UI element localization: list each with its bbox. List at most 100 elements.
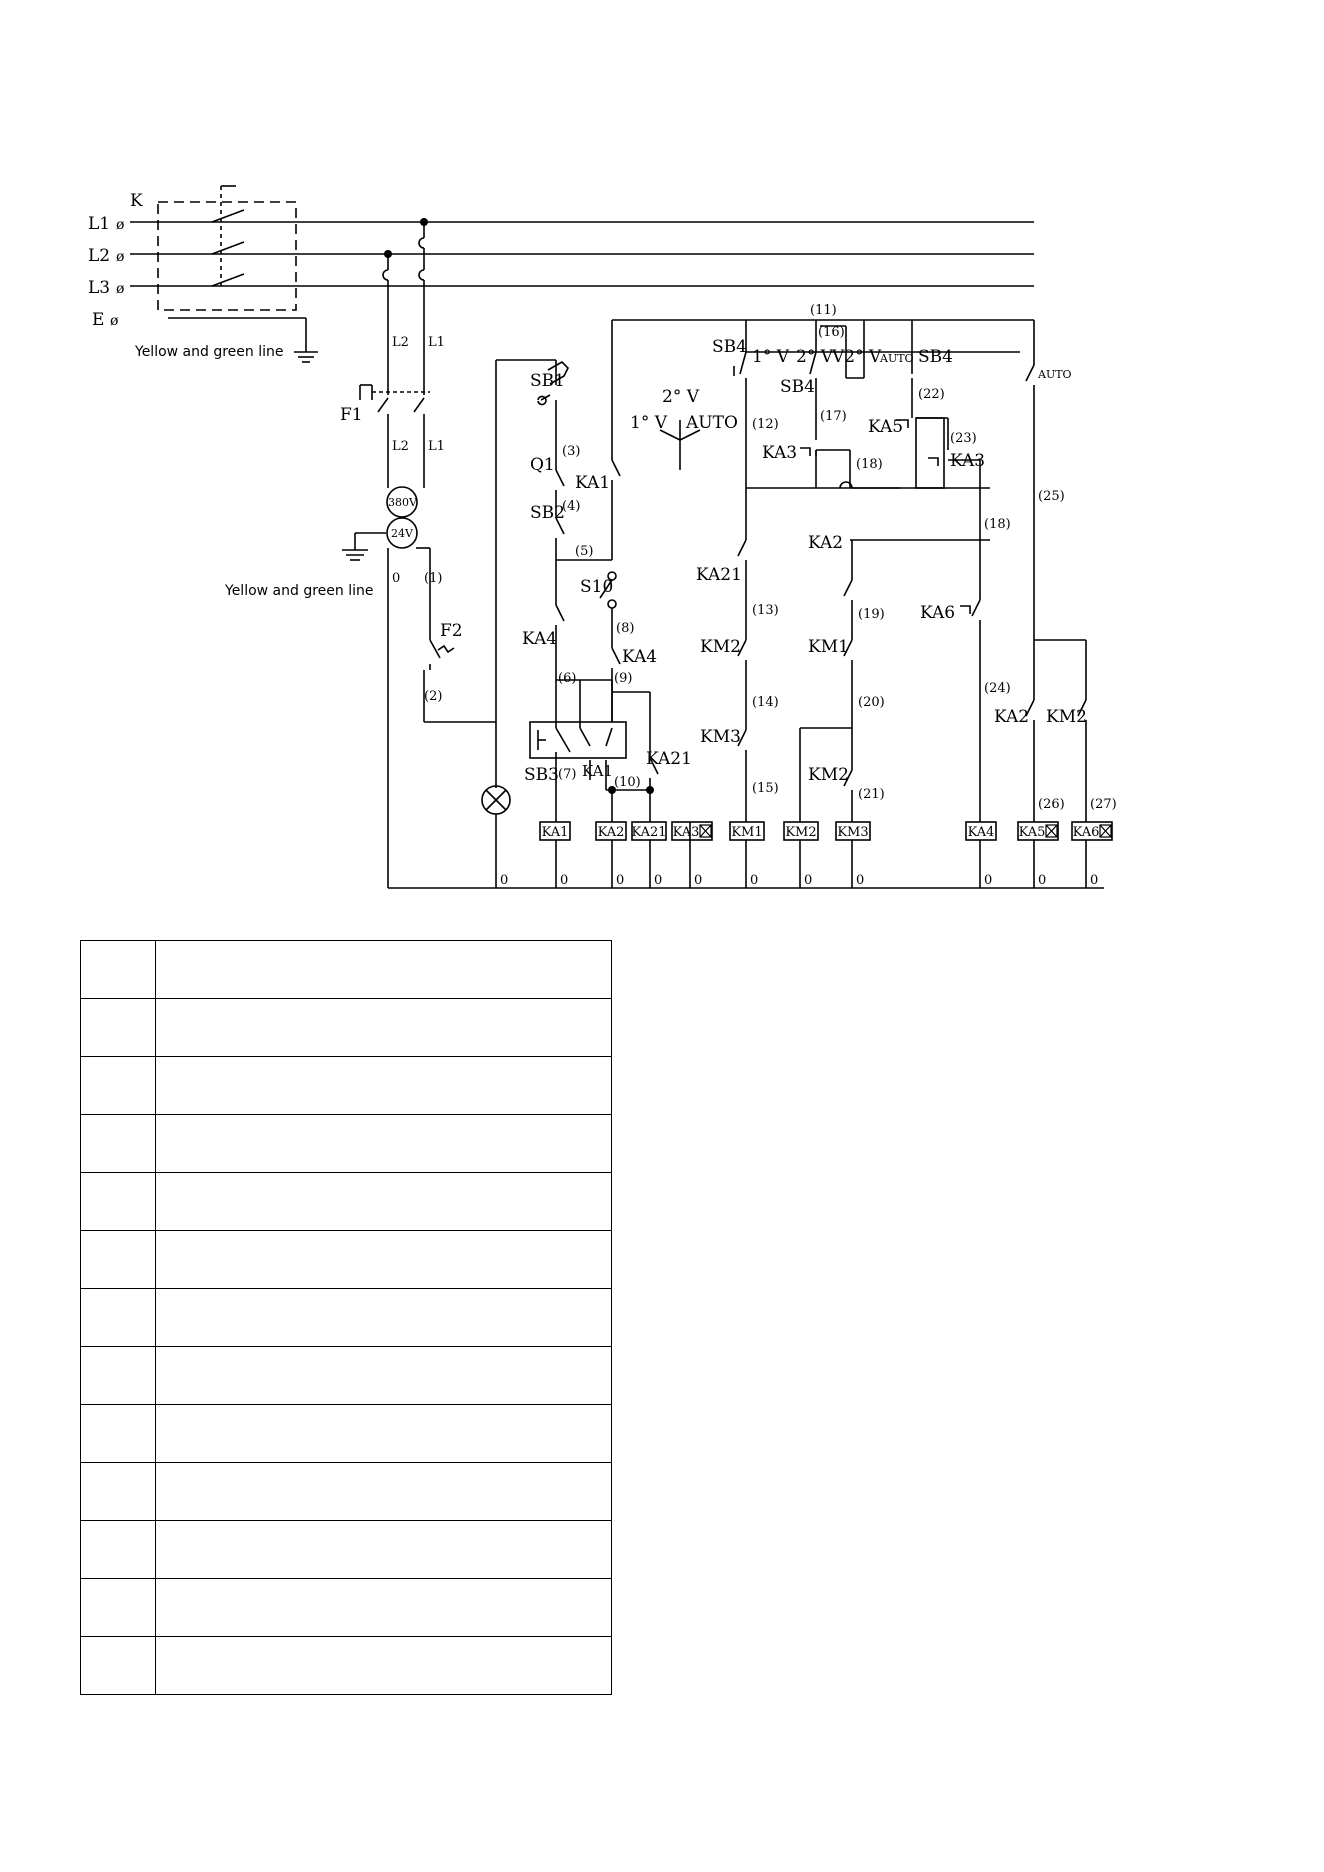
label-yg1: Yellow and green line (134, 344, 284, 360)
coil-ka2 (595, 821, 627, 841)
neutral-0: 0 (984, 873, 992, 888)
neutral-0: 0 (654, 873, 662, 888)
table-row (80, 1056, 612, 1115)
phase-l2: ø (116, 249, 124, 265)
legend-code (80, 1230, 156, 1289)
legend-desc (155, 998, 612, 1057)
label-l1a: L1 (428, 335, 445, 350)
legend-code (80, 1520, 156, 1579)
label-f2: F2 (440, 621, 463, 641)
wire-6: (6) (558, 671, 576, 686)
label-ka2-b: KA2 (994, 707, 1029, 727)
table-row (80, 1114, 612, 1173)
label-km2-c: KM2 (808, 765, 849, 785)
label-s10: S10 (580, 577, 613, 597)
label-ka6-a: KA6 (920, 603, 955, 623)
label-k: K (130, 191, 143, 211)
table-row (80, 1462, 612, 1521)
table-row (80, 1578, 612, 1637)
neutral-0: 0 (856, 873, 864, 888)
label-ka1-contact: KA1 (575, 473, 610, 493)
wire-0: 0 (392, 571, 400, 586)
wire-18-b: (18) (984, 517, 1011, 532)
table-row (80, 1520, 612, 1579)
table-row (80, 1230, 612, 1289)
wire-12: (12) (752, 417, 779, 432)
label-ka3-b: KA3 (950, 451, 985, 471)
coil-label: KM1 (731, 825, 762, 840)
legend-code (80, 1172, 156, 1231)
coil-ka5 (1017, 821, 1059, 841)
legend-desc (155, 1288, 612, 1347)
label-sb2: SB2 (530, 503, 565, 523)
label-l2b: L2 (392, 439, 409, 454)
label-sb3: SB3 (524, 765, 559, 785)
wire-25: (25) (1038, 489, 1065, 504)
coil-label: KM2 (785, 825, 816, 840)
legend-desc (155, 1462, 612, 1521)
coil-km3 (835, 821, 871, 841)
label-l1b: L1 (428, 439, 445, 454)
label-f1: F1 (340, 405, 363, 425)
wire-10: (10) (614, 775, 641, 790)
phase-e: ø (110, 313, 118, 329)
legend-desc (155, 940, 612, 999)
legend-desc (155, 1172, 612, 1231)
legend-code (80, 1578, 156, 1637)
label-sb4-c: SB4 (780, 377, 815, 397)
label-l1: L1 (88, 214, 110, 234)
neutral-0: 0 (1038, 873, 1046, 888)
phase-l1: ø (116, 217, 124, 233)
label-v2v: V2° V (831, 347, 882, 367)
coil-label: KA6 (1073, 825, 1100, 840)
legend-desc (155, 1230, 612, 1289)
neutral-0: 0 (560, 873, 568, 888)
neutral-0: 0 (694, 873, 702, 888)
label-ka4-b: KA4 (622, 647, 657, 667)
table-row (80, 940, 612, 999)
coil-ka6 (1071, 821, 1113, 841)
wire-5: (5) (575, 544, 593, 559)
label-km2-b: KM2 (1046, 707, 1087, 727)
legend-desc (155, 1056, 612, 1115)
label-e: E (92, 310, 104, 330)
legend-desc (155, 1636, 612, 1695)
wire-11: (11) (810, 303, 837, 318)
label-sb4-a: SB4 (712, 337, 747, 357)
legend-code (80, 1056, 156, 1115)
legend-desc (155, 1114, 612, 1173)
label-l2a: L2 (392, 335, 409, 350)
table-row (80, 998, 612, 1057)
wire-14: (14) (752, 695, 779, 710)
label-24v: 24V (391, 527, 414, 540)
wire-3: (3) (562, 444, 580, 459)
coil-label: KA1 (542, 825, 569, 840)
neutral-0: 0 (1090, 873, 1098, 888)
wire-20: (20) (858, 695, 885, 710)
wire-8: (8) (616, 621, 634, 636)
label-km2-a: KM2 (700, 637, 741, 657)
legend-code (80, 1114, 156, 1173)
label-auto-a: AUTO (879, 352, 914, 365)
label-ka5-a: KA5 (868, 417, 903, 437)
table-row (80, 1636, 612, 1695)
coil-label: KA5 (1019, 825, 1046, 840)
legend-code (80, 1462, 156, 1521)
wiring-diagram: K L1 L2 L3 E ø ø ø ø Yellow and green li… (88, 185, 1117, 889)
label-ka21-b: KA21 (696, 565, 742, 585)
selector-auto: AUTO (685, 413, 738, 433)
neutral-0: 0 (804, 873, 812, 888)
legend-code (80, 998, 156, 1057)
label-ka21-a: KA21 (646, 749, 692, 769)
legend-code (80, 1404, 156, 1463)
coil-label: KA4 (968, 825, 995, 840)
coil-km1 (729, 821, 765, 841)
table-row (80, 1404, 612, 1463)
label-yg2: Yellow and green line (224, 583, 374, 599)
legend-desc (155, 1404, 612, 1463)
wire-7: (7) (558, 767, 576, 782)
wire-26: (26) (1038, 797, 1065, 812)
wire-13: (13) (752, 603, 779, 618)
coil-ka1 (539, 821, 571, 841)
wire-27: (27) (1090, 797, 1117, 812)
